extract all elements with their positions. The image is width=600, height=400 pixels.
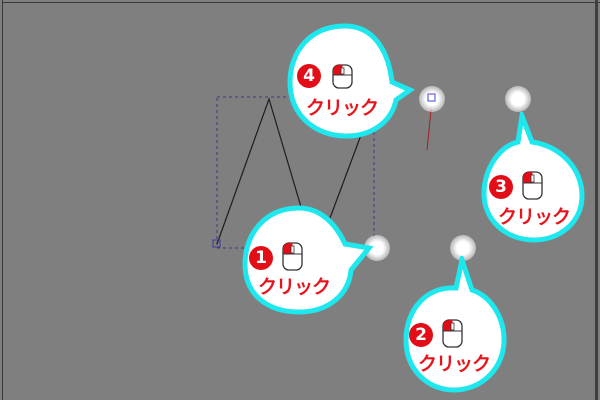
- step-label-4: クリック: [306, 97, 379, 119]
- step-number-badge-4: 4: [297, 64, 321, 88]
- canvas-scrollbar-edge: [595, 0, 598, 400]
- step-number-badge-3: 3: [489, 175, 513, 199]
- canvas-border-left: [2, 0, 3, 400]
- click-point-4: [419, 86, 445, 112]
- step-label-3: クリック: [498, 206, 571, 228]
- anchor-handle[interactable]: [212, 239, 221, 248]
- canvas-border-top: [2, 2, 600, 3]
- step-label-2: クリック: [418, 353, 491, 375]
- click-point-3: [505, 86, 531, 112]
- polyline-shape-segment: [329, 126, 365, 219]
- step-label-1: クリック: [258, 276, 331, 298]
- mouse-left-click-icon: [282, 242, 303, 271]
- mouse-left-click-icon: [522, 171, 543, 200]
- mouse-left-click-icon: [442, 319, 463, 348]
- step-number-badge-1: 1: [249, 246, 273, 270]
- mouse-left-click-icon: [332, 64, 353, 89]
- callout-bubble-1: [242, 205, 374, 315]
- step-number-badge-2: 2: [409, 323, 433, 347]
- current-point-handle[interactable]: [427, 93, 436, 102]
- polyline-shape: [216, 97, 308, 245]
